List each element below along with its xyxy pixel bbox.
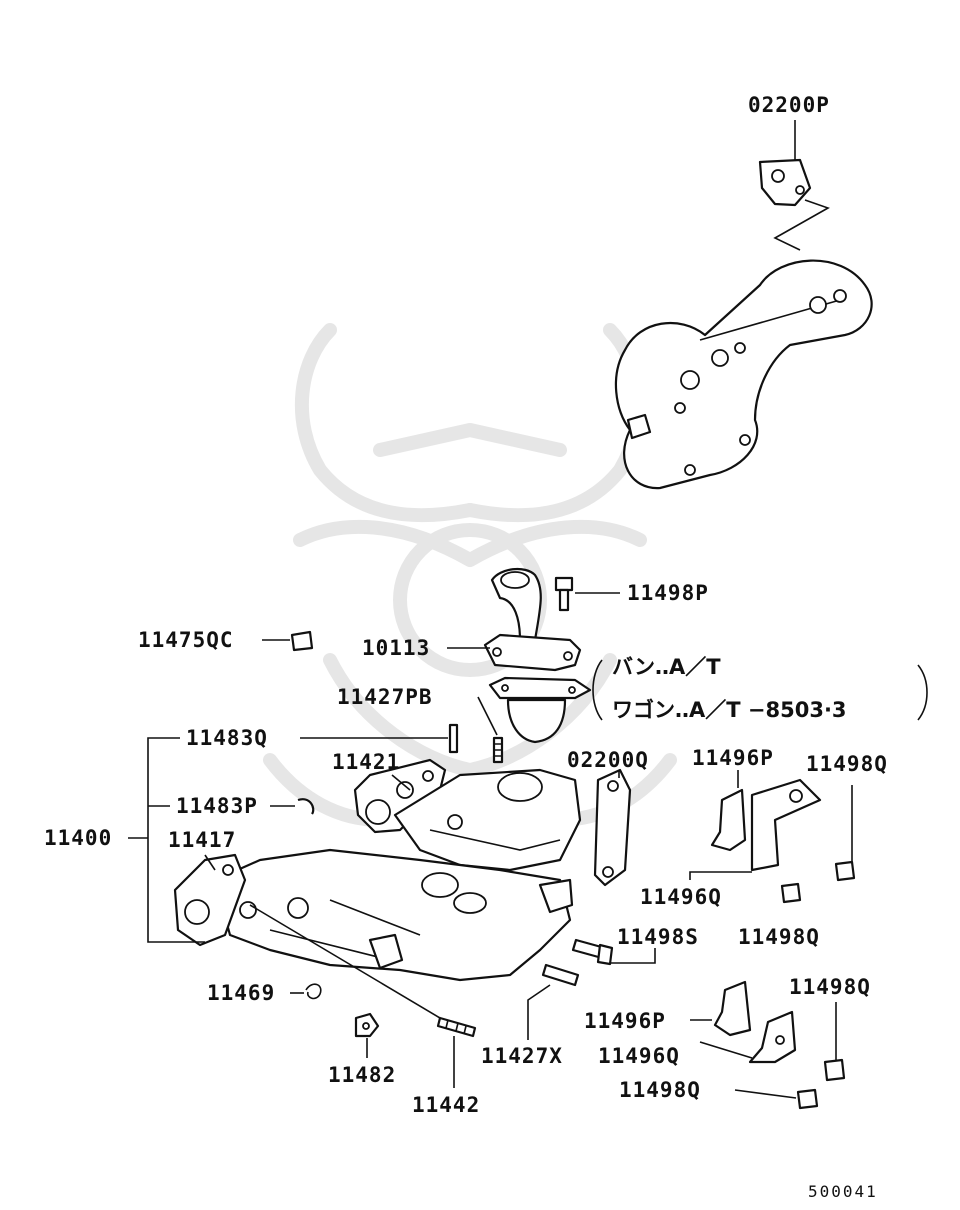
label-11483Q[interactable]: 11483Q [186, 726, 268, 750]
label-11442[interactable]: 11442 [412, 1093, 481, 1117]
label-11498S[interactable]: 11498S [617, 925, 699, 949]
part-02200P-plate[interactable] [758, 158, 812, 207]
part-11496P-bracket-low[interactable] [713, 980, 752, 1037]
label-11498Q-top[interactable]: 11498Q [806, 752, 888, 776]
label-11496Q-mid[interactable]: 11496Q [640, 885, 722, 909]
part-exhaust-manifold[interactable] [614, 259, 873, 490]
part-11417-gasket[interactable] [173, 853, 247, 947]
part-11498Q-bolt-bot[interactable] [796, 1088, 819, 1110]
part-11427X-stud[interactable] [541, 963, 580, 987]
part-11496Q-bracket-low[interactable] [748, 1010, 797, 1064]
part-11400-intake-manifold[interactable] [213, 848, 574, 982]
bracket-11400 [128, 737, 205, 943]
note-bracket-right [917, 664, 928, 721]
part-11496P-bracket-top[interactable] [710, 778, 822, 872]
part-11498Q-bolt-top[interactable] [834, 860, 856, 882]
label-11427PB[interactable]: 11427PB [337, 685, 433, 709]
label-11475QC[interactable]: 11475QC [138, 628, 234, 652]
part-11442-stud[interactable] [436, 1016, 477, 1038]
label-11498Q-bot[interactable]: 11498Q [619, 1078, 701, 1102]
leader-11427X [527, 984, 551, 1040]
label-11498Q-low[interactable]: 11498Q [789, 975, 871, 999]
watermark-emblem [263, 323, 677, 827]
leader-11496Q-mid [689, 871, 752, 880]
label-11496P-top[interactable]: 11496P [692, 746, 774, 770]
part-11427PB-stud[interactable] [492, 736, 504, 764]
part-11475QC-plug[interactable] [290, 630, 314, 652]
label-11483P[interactable]: 11483P [176, 794, 258, 818]
label-11421[interactable]: 11421 [332, 750, 401, 774]
note-line-van: バン‥A／T [612, 655, 721, 679]
note-bracket-left [592, 659, 603, 721]
label-11498Q-mid[interactable]: 11498Q [738, 925, 820, 949]
part-11482-nut[interactable] [354, 1012, 380, 1038]
part-11498Q-bolt-mid[interactable] [780, 882, 802, 904]
label-11498P[interactable]: 11498P [627, 581, 709, 605]
label-11496P-low[interactable]: 11496P [584, 1009, 666, 1033]
label-10113[interactable]: 10113 [362, 636, 431, 660]
label-11469[interactable]: 11469 [207, 981, 276, 1005]
leader-11498Q-bot [734, 1089, 797, 1099]
part-thermostat[interactable] [488, 676, 592, 744]
label-11427X[interactable]: 11427X [481, 1044, 563, 1068]
diagram-code: 500041 [808, 1182, 878, 1201]
leader-11421 [391, 774, 411, 791]
label-02200Q[interactable]: 02200Q [567, 748, 649, 772]
label-11400[interactable]: 11400 [44, 826, 113, 850]
note-line-wagon: ワゴン‥A／T −8503·3 [612, 698, 847, 722]
part-11498S-bolt[interactable] [571, 938, 614, 966]
leader-11496Q-low [699, 1041, 753, 1059]
part-11498Q-bolt-low[interactable] [823, 1058, 846, 1082]
label-02200P[interactable]: 02200P [748, 93, 830, 117]
label-11482[interactable]: 11482 [328, 1063, 397, 1087]
part-10113-water-outlet[interactable] [483, 567, 582, 672]
part-intake-manifold-upper[interactable] [393, 768, 582, 872]
label-11417[interactable]: 11417 [168, 828, 237, 852]
part-11469-clip[interactable] [305, 983, 322, 1000]
leader-11498S [610, 948, 656, 964]
leader-11417 [204, 854, 216, 871]
leader-11442-line [249, 904, 441, 1019]
part-11498P-bolt[interactable] [554, 576, 574, 612]
leader-02200P-zigzag [773, 199, 830, 251]
part-11483P-clip[interactable] [297, 798, 315, 815]
part-11483Q-pin[interactable] [448, 723, 459, 754]
leader-11427PB [477, 696, 498, 736]
part-02200Q-plate[interactable] [593, 768, 632, 887]
label-11496Q-low[interactable]: 11496Q [598, 1044, 680, 1068]
